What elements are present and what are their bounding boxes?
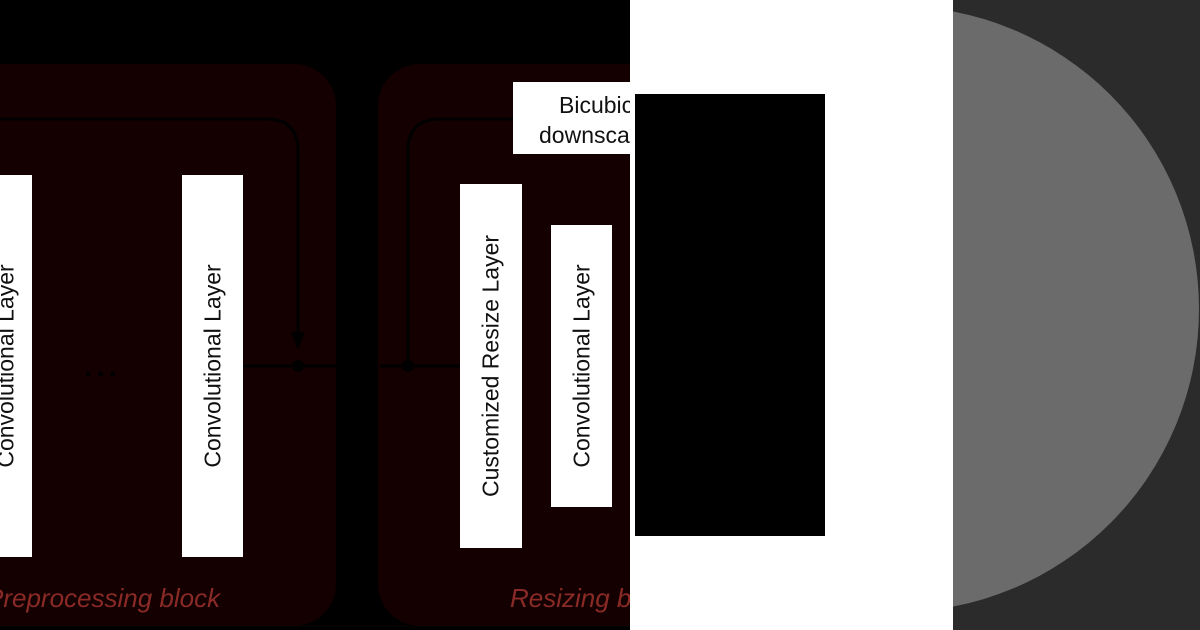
conv-layer-label: Convolutional Layer [568, 264, 594, 468]
preprocessing-block [0, 64, 336, 626]
bicubic-line-1: Bicubic [559, 92, 630, 118]
bicubic-downscale-note: Bicubic downscale [513, 82, 630, 154]
resize-branch-line [406, 117, 513, 366]
junction-dot [292, 360, 304, 372]
dark-panel [953, 0, 1200, 630]
resize-layer-box: Customized Resize Layer [460, 184, 522, 548]
bicubic-line-2: downscale [539, 122, 630, 148]
conv-layer-box-1: Convolutional Layer [0, 175, 32, 557]
skip-connection-line [0, 117, 300, 340]
arrow-head-icon [291, 332, 305, 350]
conv-layer-label: Convolutional Layer [0, 264, 19, 468]
preprocessing-block-label: Preprocessing block [0, 583, 221, 613]
connector-lines [0, 117, 513, 372]
gray-disk [953, 6, 1199, 612]
conv-layer-box-2: Convolutional Layer [182, 175, 243, 557]
ellipsis: ... [84, 350, 122, 383]
diagram-panel: Convolutional Layer ... Convolutional La… [0, 64, 630, 626]
black-rectangle [635, 94, 825, 536]
conv-layer-label: Convolutional Layer [199, 264, 225, 468]
resize-layer-label: Customized Resize Layer [477, 234, 504, 498]
resizing-block-label: Resizing block [510, 583, 630, 613]
conv-layer-box-3: Convolutional Layer [551, 225, 612, 507]
